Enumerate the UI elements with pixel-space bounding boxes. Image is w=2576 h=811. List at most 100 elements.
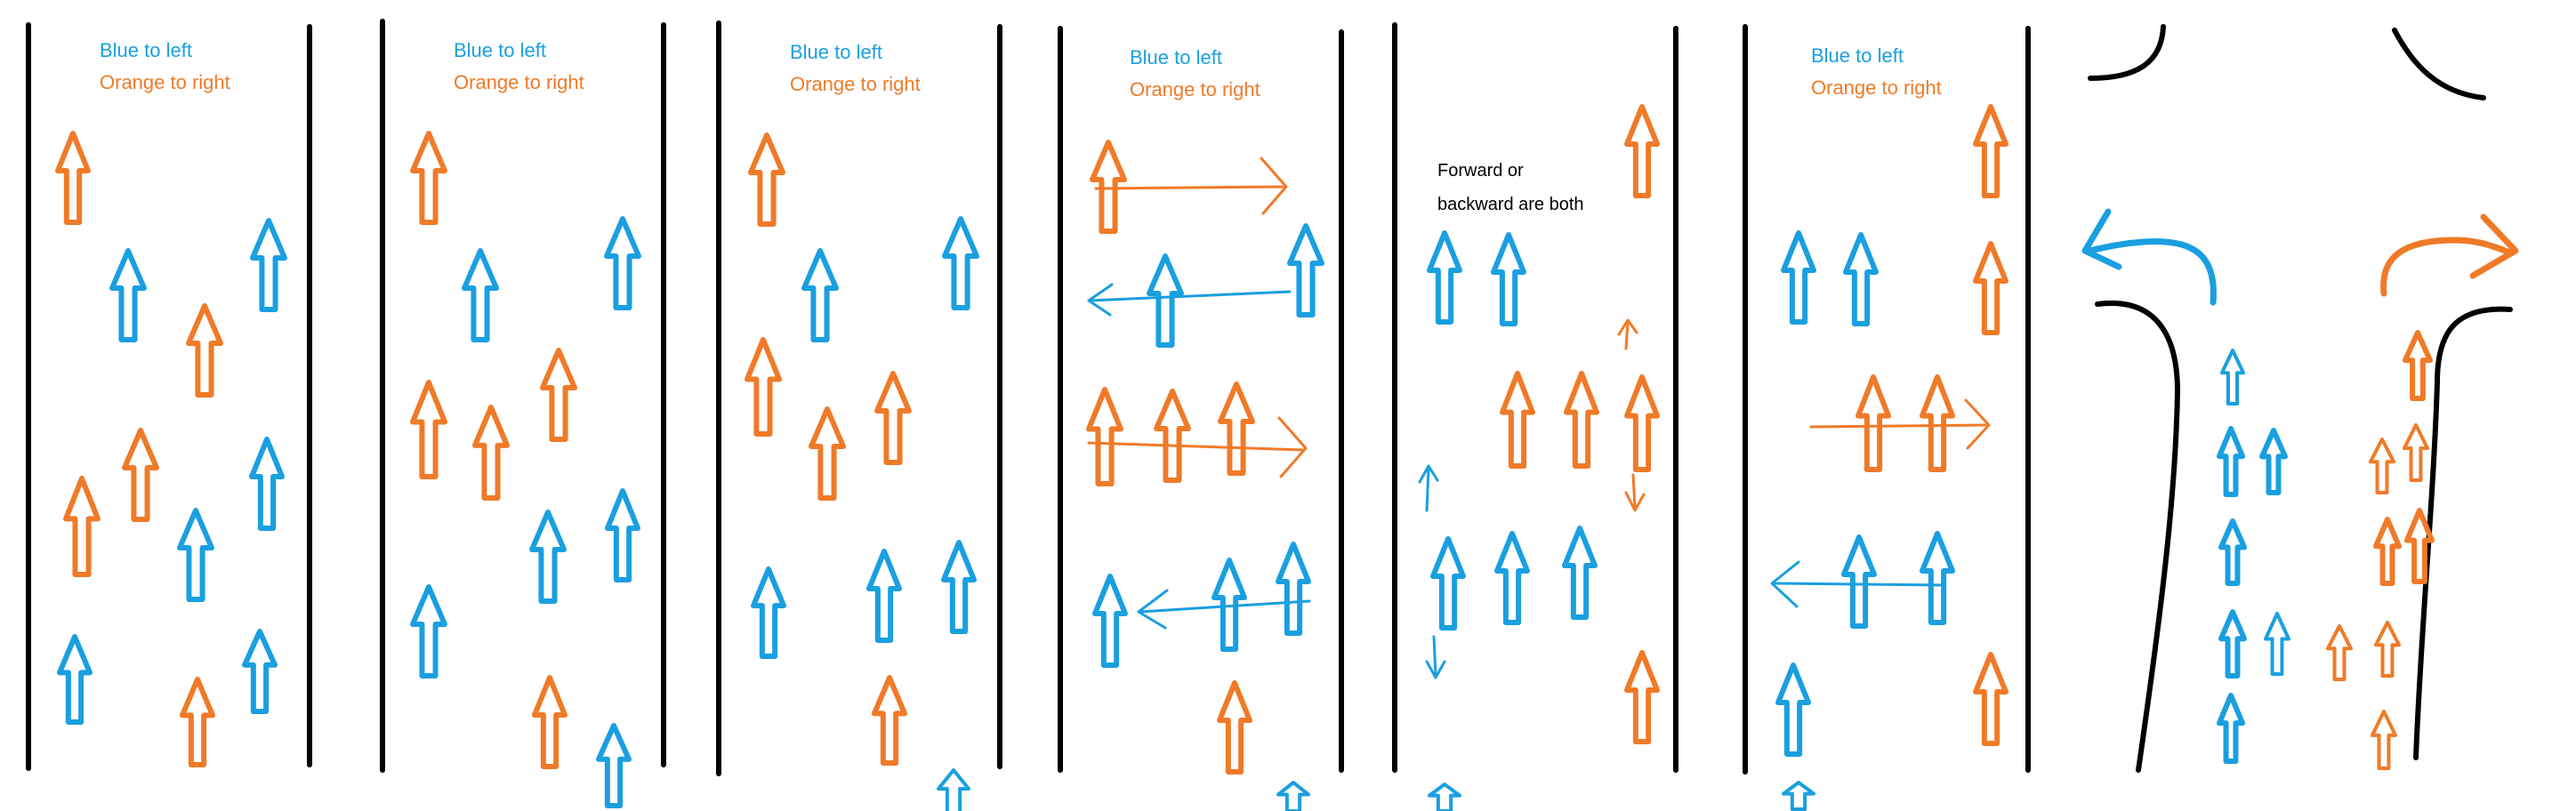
turn-left-arrow-p4-row2	[1087, 283, 1292, 317]
orange-vehicle-arrow-43	[1217, 680, 1252, 775]
orange-vehicle-arrow-78	[2373, 517, 2402, 586]
blue-vehicle-arrow-55	[1428, 783, 1461, 811]
blue-vehicle-arrow-9	[57, 634, 93, 725]
merge-road-edges	[2088, 24, 2513, 773]
blue-vehicle-arrow-2	[109, 248, 147, 342]
orange-vehicle-arrow-32	[872, 675, 907, 766]
legend-blue-panel-2: Blue to left	[454, 39, 546, 61]
orange-vehicle-arrow-23	[748, 132, 785, 227]
blue-vehicle-arrow-24	[801, 248, 839, 342]
blue-vehicle-arrow-62	[1841, 534, 1877, 629]
turn-left-arrow-p4-row4	[1137, 589, 1311, 630]
blue-vehicle-arrow-51	[1430, 536, 1466, 630]
note-line-2-panel-5: backward are both	[1437, 195, 1584, 214]
orange-vehicle-arrow-59	[1973, 241, 2008, 335]
blue-vehicle-arrow-22	[596, 723, 632, 808]
blue-vehicle-arrow-66	[1782, 781, 1815, 811]
vehicle-arrows	[55, 104, 2435, 811]
blue-vehicle-arrow-8	[177, 508, 214, 602]
road-edge-right	[2413, 306, 2513, 760]
orange-vehicle-arrow-75	[2403, 423, 2429, 482]
blue-vehicle-arrow-52	[1494, 531, 1530, 625]
blue-vehicle-arrow-4	[250, 218, 287, 312]
orange-vehicle-arrow-37	[1086, 387, 1123, 486]
orange-vehicle-arrow-5	[122, 428, 159, 522]
orange-vehicle-arrow-17	[540, 348, 577, 442]
blue-vehicle-arrow-71	[2218, 609, 2247, 679]
orange-vehicle-arrow-77	[2404, 508, 2435, 584]
blue-vehicle-arrow-36	[1287, 223, 1324, 317]
blue-vehicle-arrow-53	[1562, 526, 1598, 620]
blue-vehicle-arrow-18	[529, 510, 567, 604]
blue-vehicle-arrow-57	[1781, 230, 1816, 325]
blue-vehicle-arrow-72	[2264, 612, 2290, 676]
blue-vehicle-arrow-47	[1491, 232, 1526, 326]
blue-vehicle-arrow-30	[866, 549, 902, 643]
blue-vehicle-arrow-25	[942, 216, 979, 310]
right-merge-arrow	[2380, 213, 2519, 297]
orange-vehicle-arrow-50	[1624, 374, 1660, 472]
orange-vehicle-arrow-76	[2369, 438, 2395, 494]
blue-vehicle-arrow-31	[941, 540, 977, 634]
orange-vehicle-arrow-38	[1154, 389, 1191, 483]
orange-vehicle-arrow-79	[2374, 621, 2401, 678]
orange-vehicle-arrow-34	[1090, 140, 1127, 234]
blue-vehicle-arrow-29	[751, 566, 786, 659]
merge-turn-arrows	[2081, 208, 2519, 306]
blue-vehicle-arrow-65	[1775, 662, 1811, 757]
blue-vehicle-arrow-73	[2217, 693, 2245, 764]
orange-vehicle-arrow-11	[180, 677, 215, 767]
orange-vehicle-arrow-21	[532, 675, 568, 769]
turn-strokes	[1087, 157, 1991, 679]
blue-vehicle-arrow-7	[249, 437, 285, 531]
turn-right-arrow-p6	[1809, 398, 1991, 450]
orange-vehicle-arrow-60	[1856, 374, 1891, 472]
blue-vehicle-arrow-42	[1276, 542, 1311, 636]
small-blue-forward-p5	[1418, 464, 1439, 512]
legends: Blue to left Orange to right Blue to lef…	[100, 39, 1942, 214]
turn-right-arrow-p4-row1	[1094, 157, 1288, 215]
orange-vehicle-arrow-80	[2326, 624, 2353, 681]
legend-blue-panel-3: Blue to left	[790, 41, 882, 63]
orange-vehicle-arrow-49	[1564, 371, 1599, 469]
blue-vehicle-arrow-46	[1427, 230, 1462, 325]
blue-vehicle-arrow-13	[462, 248, 499, 342]
small-orange-forward-p5	[1617, 318, 1638, 350]
orange-vehicle-arrow-12	[410, 131, 447, 225]
legend-orange-panel-1: Orange to right	[100, 71, 230, 93]
left-merge-arrow	[2081, 208, 2217, 306]
legend-orange-panel-3: Orange to right	[790, 73, 921, 95]
blue-vehicle-arrow-33	[937, 768, 970, 811]
orange-vehicle-arrow-6	[63, 476, 101, 577]
legend-blue-panel-1: Blue to left	[100, 39, 192, 61]
orange-vehicle-arrow-64	[1973, 652, 2008, 746]
blue-vehicle-arrow-35	[1147, 253, 1184, 348]
turn-right-arrow-p4-row3	[1087, 416, 1308, 478]
small-orange-backward-p5	[1624, 473, 1646, 512]
orange-vehicle-arrow-81	[2371, 710, 2397, 770]
blue-vehicle-arrow-20	[410, 584, 447, 679]
orange-vehicle-arrow-74	[2403, 330, 2433, 401]
blue-vehicle-arrow-70	[2218, 518, 2247, 586]
blue-vehicle-arrow-10	[242, 629, 278, 714]
blue-vehicle-arrow-44	[1276, 781, 1310, 811]
lane-walls	[26, 19, 2031, 776]
orange-vehicle-arrow-27	[809, 406, 846, 501]
legend-blue-panel-4: Blue to left	[1130, 46, 1222, 68]
turn-left-arrow-p6	[1770, 560, 1946, 608]
legend-orange-panel-6: Orange to right	[1811, 76, 1942, 99]
blue-vehicle-arrow-14	[604, 216, 641, 310]
orange-vehicle-arrow-3	[186, 303, 223, 397]
legend-orange-panel-2: Orange to right	[454, 71, 584, 93]
blue-vehicle-arrow-63	[1920, 531, 1955, 625]
orange-vehicle-arrow-54	[1624, 650, 1660, 744]
blue-vehicle-arrow-19	[605, 488, 640, 582]
blue-vehicle-arrow-58	[1843, 232, 1879, 326]
orange-vehicle-arrow-15	[410, 380, 447, 479]
small-blue-backward-p5	[1425, 635, 1446, 679]
orange-vehicle-arrow-16	[472, 405, 510, 501]
orange-vehicle-arrow-61	[1920, 374, 1955, 472]
orange-vehicle-arrow-48	[1500, 371, 1535, 469]
road-edge-left	[2095, 300, 2180, 773]
